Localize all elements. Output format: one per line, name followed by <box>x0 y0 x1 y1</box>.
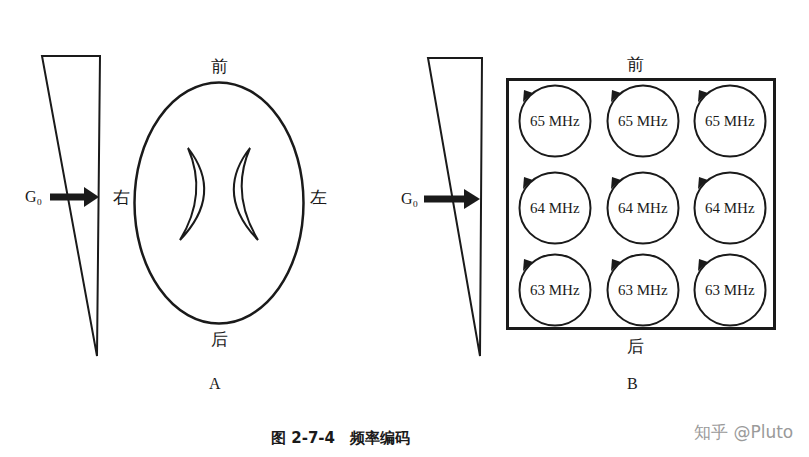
rotation-arrowhead <box>611 177 621 189</box>
gradient-arrow <box>424 196 468 203</box>
circle-line <box>520 86 591 157</box>
rotation-arrowhead <box>698 177 708 189</box>
watermark: 知乎 @Pluto <box>694 423 793 442</box>
brain-crescent <box>234 148 258 240</box>
frequency-circle: 64 MHz <box>518 171 592 245</box>
slice-square: 前后65 MHz65 MHz65 MHz64 MHz64 MHz64 MHz63… <box>506 78 776 330</box>
frequency-circle: 65 MHz <box>693 84 767 158</box>
panel-label: B <box>627 375 638 393</box>
direction-label: 后 <box>211 330 228 349</box>
frequency-label: 65 MHz <box>705 113 755 130</box>
brain-crescent <box>180 148 204 240</box>
rotation-arrowhead <box>523 259 533 271</box>
rotation-arrowhead <box>698 259 708 271</box>
frequency-label: 64 MHz <box>618 200 668 217</box>
head-outline: 前右左后 <box>133 81 305 325</box>
gradient-wedge <box>428 58 482 356</box>
gradient-label: G₀ <box>401 190 418 208</box>
rotation-arrowhead <box>611 90 621 102</box>
direction-label: 左 <box>310 188 327 207</box>
direction-label: 前 <box>627 55 644 74</box>
frequency-circle: 65 MHz <box>518 84 592 158</box>
frequency-label: 63 MHz <box>705 282 755 299</box>
direction-label: 前 <box>211 57 228 76</box>
rotation-arrowhead <box>611 259 621 271</box>
circle-line <box>695 255 766 326</box>
frequency-label: 65 MHz <box>618 113 668 130</box>
arrow-head <box>464 189 480 209</box>
rotation-arrowhead <box>523 90 533 102</box>
gradient-label: G₀ <box>25 188 42 206</box>
frequency-circle: 65 MHz <box>606 84 680 158</box>
circle-line <box>695 86 766 157</box>
circle-line <box>520 255 591 326</box>
circle-line <box>608 86 679 157</box>
frequency-circle: 64 MHz <box>693 171 767 245</box>
gradient-wedge <box>42 56 100 356</box>
frequency-label: 63 MHz <box>618 282 668 299</box>
frequency-label: 64 MHz <box>705 200 755 217</box>
circle-line <box>608 173 679 244</box>
rotation-arrowhead <box>698 90 708 102</box>
figure-caption: 图 2-7-4 频率编码 <box>271 430 410 447</box>
ellipse-outline <box>133 81 305 325</box>
circle-line <box>520 173 591 244</box>
frequency-label: 65 MHz <box>530 113 580 130</box>
rotation-arrowhead <box>523 177 533 189</box>
direction-label: 右 <box>113 188 130 207</box>
arrow-head <box>84 187 99 207</box>
frequency-circle: 63 MHz <box>606 253 680 327</box>
frequency-circle: 63 MHz <box>693 253 767 327</box>
circle-line <box>608 255 679 326</box>
panel-label: A <box>209 375 221 393</box>
direction-label: 后 <box>627 337 644 356</box>
gradient-arrow <box>50 194 88 201</box>
frequency-label: 63 MHz <box>530 282 580 299</box>
frequency-label: 64 MHz <box>530 200 580 217</box>
frequency-circle: 63 MHz <box>518 253 592 327</box>
circle-line <box>695 173 766 244</box>
frequency-circle: 64 MHz <box>606 171 680 245</box>
ellipse-line <box>135 83 304 324</box>
